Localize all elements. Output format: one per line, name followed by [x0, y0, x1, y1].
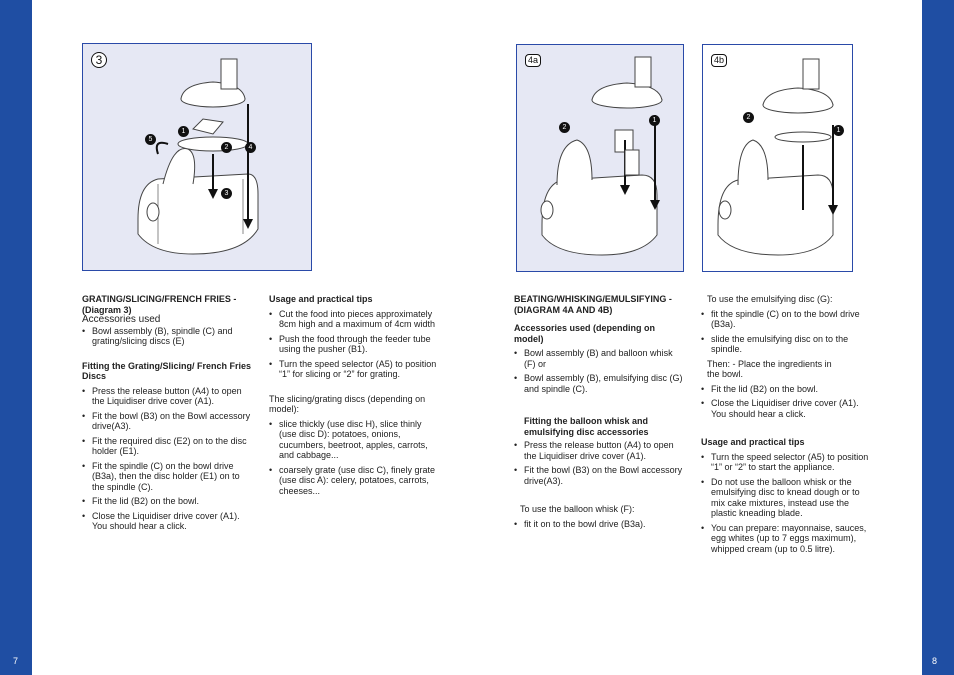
- diagram-label: 4b: [711, 54, 728, 67]
- list-item: Press the release button (A4) to open th…: [514, 440, 686, 461]
- diagram-4a: 4a 1 2: [516, 44, 684, 272]
- list-item: Bowl assembly (B) and balloon whisk (F) …: [514, 348, 686, 369]
- step-marker: 2: [743, 112, 754, 123]
- step-marker: 1: [178, 126, 189, 137]
- list-item: slice thickly (use disc H), slice thinly…: [269, 419, 441, 461]
- list-item: Close the Liquidiser drive cover (A1). Y…: [82, 511, 252, 532]
- step-marker: 4: [245, 142, 256, 153]
- list-item: fit the spindle (C) on to the bowl drive…: [701, 309, 873, 330]
- accessories-label: Accessories used: [82, 314, 161, 325]
- list-item: Close the Liquidiser drive cover (A1). Y…: [701, 398, 873, 419]
- accessories-list: Bowl assembly (B) and balloon whisk (F) …: [514, 348, 686, 394]
- diagram-label: 4a: [525, 54, 542, 67]
- list-item: coarsely grate (use disc C), finely grat…: [269, 465, 441, 497]
- list-item: You can prepare: mayonnaise, sauces, egg…: [701, 523, 873, 555]
- left-blue-margin: [0, 0, 32, 675]
- tips-list: Turn the speed selector (A5) to position…: [701, 452, 873, 555]
- tips-list: Cut the food into pieces approximately 8…: [269, 309, 441, 380]
- column-usage-tips: Usage and practical tips Cut the food in…: [269, 294, 441, 500]
- food-processor-illustration: [137, 58, 259, 255]
- list-item: Bowl assembly (B), emulsifying disc (G) …: [514, 373, 686, 394]
- list-item: Bowl assembly (B), spindle (C) and grati…: [82, 326, 252, 347]
- step-marker: 2: [221, 142, 232, 153]
- right-blue-margin: [922, 0, 954, 675]
- list-item: Turn the speed selector (A5) to position…: [701, 452, 873, 473]
- list-item: Do not use the balloon whisk or the emul…: [701, 477, 873, 519]
- section-title: GRATING/SLICING/FRENCH FRIES - (Diagram …: [82, 294, 237, 315]
- page-number-left: 7: [13, 656, 19, 666]
- emulsifying-steps: fit the spindle (C) on to the bowl drive…: [701, 309, 873, 355]
- list-item: Fit the bowl (B3) on the Bowl accessory …: [514, 465, 686, 486]
- list-item: Press the release button (A4) to open th…: [82, 386, 252, 407]
- diagram-4b: 4b 1 2: [702, 44, 853, 272]
- list-item: Fit the lid (B2) on the bowl.: [701, 384, 873, 395]
- list-item: Fit the spindle (C) on the bowl drive (B…: [82, 461, 252, 493]
- diagram-label: 3: [91, 52, 107, 68]
- whisk-intro: To use the balloon whisk (F):: [520, 504, 635, 514]
- subsection-title: Fitting the Grating/Slicing/ French Frie…: [82, 360, 252, 382]
- list-item: fit it on to the bowl drive (B3a).: [514, 519, 686, 530]
- accessories-title: Accessories used (depending on model): [514, 323, 656, 344]
- subsection-title: Fitting the balloon whisk and emulsifyin…: [524, 416, 649, 437]
- step-marker: 5: [145, 134, 156, 145]
- discs-list: slice thickly (use disc H), slice thinly…: [269, 419, 441, 497]
- emulsifying-steps-b: Fit the lid (B2) on the bowl. Close the …: [701, 384, 873, 420]
- accessories-list: Bowl assembly (B), spindle (C) and grati…: [82, 326, 252, 347]
- list-item: Fit the bowl (B3) on the Bowl accessory …: [82, 411, 252, 432]
- page-number-right: 8: [932, 656, 938, 666]
- list-item: Cut the food into pieces approximately 8…: [269, 309, 441, 330]
- section-title: Usage and practical tips: [269, 294, 373, 304]
- list-item: Fit the lid (B2) on the bowl.: [82, 496, 252, 507]
- column-grating: GRATING/SLICING/FRENCH FRIES - (Diagram …: [82, 294, 252, 536]
- food-processor-illustration: [717, 58, 838, 256]
- discs-intro: The slicing/grating discs (depending on …: [269, 393, 426, 415]
- whisk-steps: fit it on to the bowl drive (B3a).: [514, 519, 686, 530]
- step-marker: 3: [221, 188, 232, 199]
- list-item: slide the emulsifying disc on to the spi…: [701, 334, 873, 355]
- section-title: Usage and practical tips: [701, 437, 805, 447]
- step-marker: 1: [649, 115, 660, 126]
- food-processor-illustration: [540, 56, 663, 256]
- column-emulsifying: To use the emulsifying disc (G): fit the…: [701, 294, 873, 558]
- list-item: Fit the required disc (E2) on to the dis…: [82, 436, 252, 457]
- fitting-steps: Press the release button (A4) to open th…: [82, 386, 252, 532]
- fitting-steps: Press the release button (A4) to open th…: [514, 440, 686, 486]
- emulsifying-intro: To use the emulsifying disc (G):: [707, 294, 833, 304]
- step-marker: 1: [833, 125, 844, 136]
- list-item: Turn the speed selector (A5) to position…: [269, 359, 441, 380]
- step-marker: 2: [559, 122, 570, 133]
- column-beating: BEATING/WHISKING/EMULSIFYING - (DIAGRAM …: [514, 294, 686, 533]
- list-item: Push the food through the feeder tube us…: [269, 334, 441, 355]
- then-text: Then: - Place the ingredients in the bow…: [707, 358, 832, 380]
- section-title: BEATING/WHISKING/EMULSIFYING - (DIAGRAM …: [514, 294, 672, 315]
- diagram-3: 3 1 2 3 4 5: [82, 43, 312, 271]
